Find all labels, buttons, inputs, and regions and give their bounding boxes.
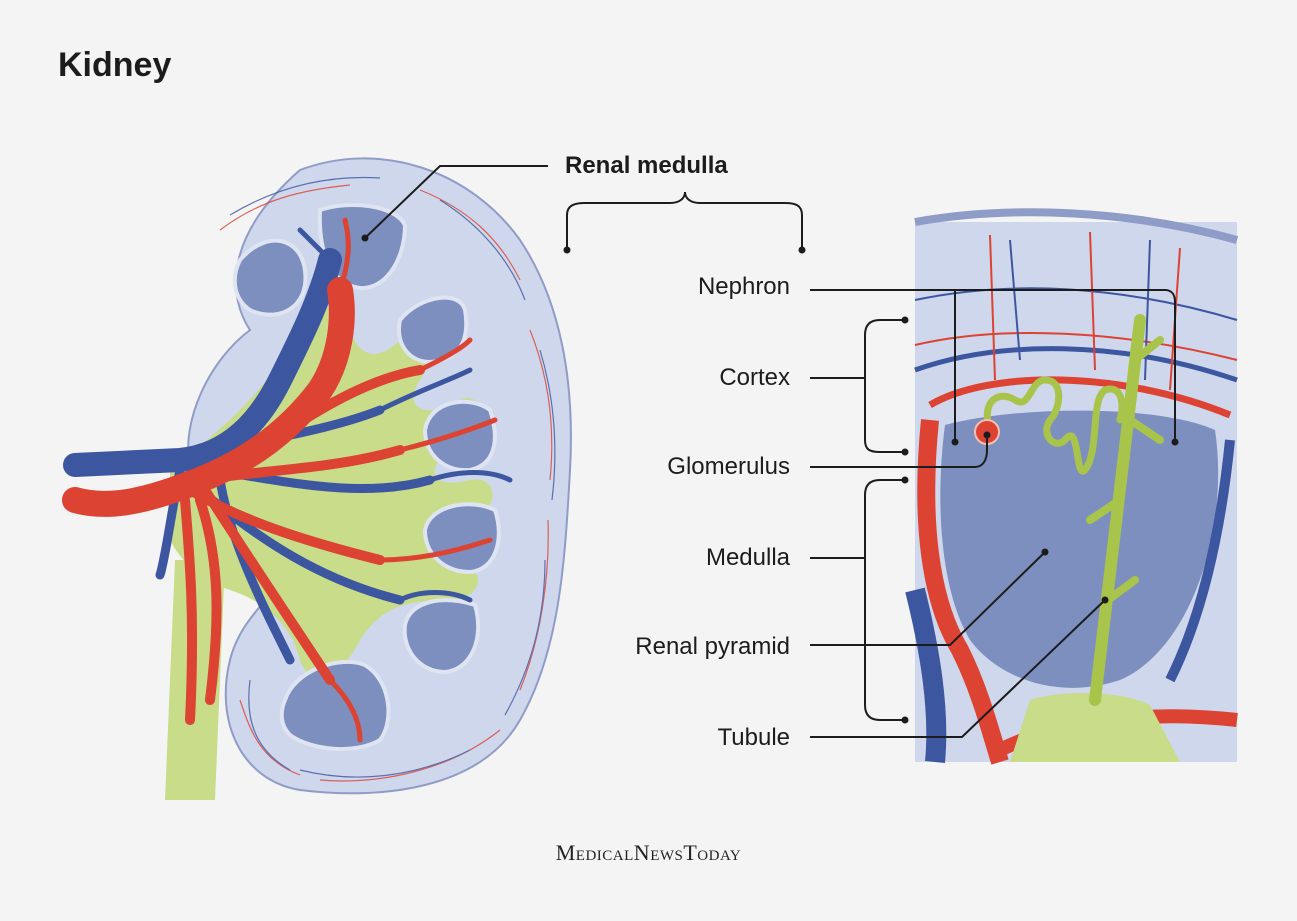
- kidney-pyramids: [232, 203, 501, 752]
- label-nephron: Nephron: [697, 273, 790, 300]
- cortex-capillaries: [219, 176, 556, 782]
- diagram-title: Kidney: [58, 46, 172, 84]
- closeup-pyramid: [940, 410, 1219, 688]
- label-renal-medulla: Renal medulla: [565, 152, 728, 179]
- label-glomerulus: Glomerulus: [667, 453, 790, 480]
- label-cortex: Cortex: [719, 364, 790, 391]
- leader-dots: [361, 234, 1179, 724]
- label-medulla: Medulla: [705, 544, 790, 571]
- leader-lines: [364, 165, 1176, 738]
- kidney-cross-section: [62, 157, 572, 800]
- label-tubule: Tubule: [717, 724, 791, 751]
- nephron-closeup: [905, 208, 1239, 765]
- closeup-tubule: [1089, 314, 1146, 706]
- nephron-loop: [983, 376, 1126, 475]
- brand-logo: MedicalNewsToday: [555, 840, 742, 865]
- label-renal-pyramid: Renal pyramid: [635, 633, 790, 660]
